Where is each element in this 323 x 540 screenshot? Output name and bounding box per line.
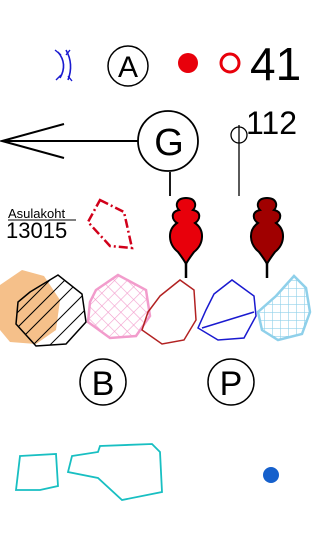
dark-red-marker-icon [250,196,284,278]
dashed-red-area [86,198,134,250]
cyan-small-area [14,453,59,491]
settlement-number: 13015 [6,218,67,243]
letter-b: B [92,365,115,403]
cyan-building-area [66,443,163,501]
pin-icon [230,125,248,196]
circle-letter-p: P [207,358,255,406]
letter-g: G [154,122,184,164]
blue-dot [263,467,279,483]
blue-split-area [197,279,257,341]
red-marker-icon [169,196,203,278]
light-blue-grid-area [256,274,312,342]
orange-area-blob [0,270,60,344]
letter-a: A [118,51,138,84]
brown-outline-area [141,279,197,345]
circle-letter-g: G [137,110,199,172]
bridge-icon [54,49,73,82]
arrow-left-icon [0,123,138,159]
letter-p: P [220,365,243,403]
pink-hatched-area [86,273,152,340]
number-112: 112 [246,105,297,141]
red-filled-dot [178,53,198,73]
number-41: 41 [250,38,301,90]
red-ring-dot [219,52,241,74]
settlement-name: Asulakoht [8,206,65,221]
circle-letter-b: B [79,358,127,406]
black-hatched-area [15,274,87,347]
circle-letter-a: A [107,45,149,87]
